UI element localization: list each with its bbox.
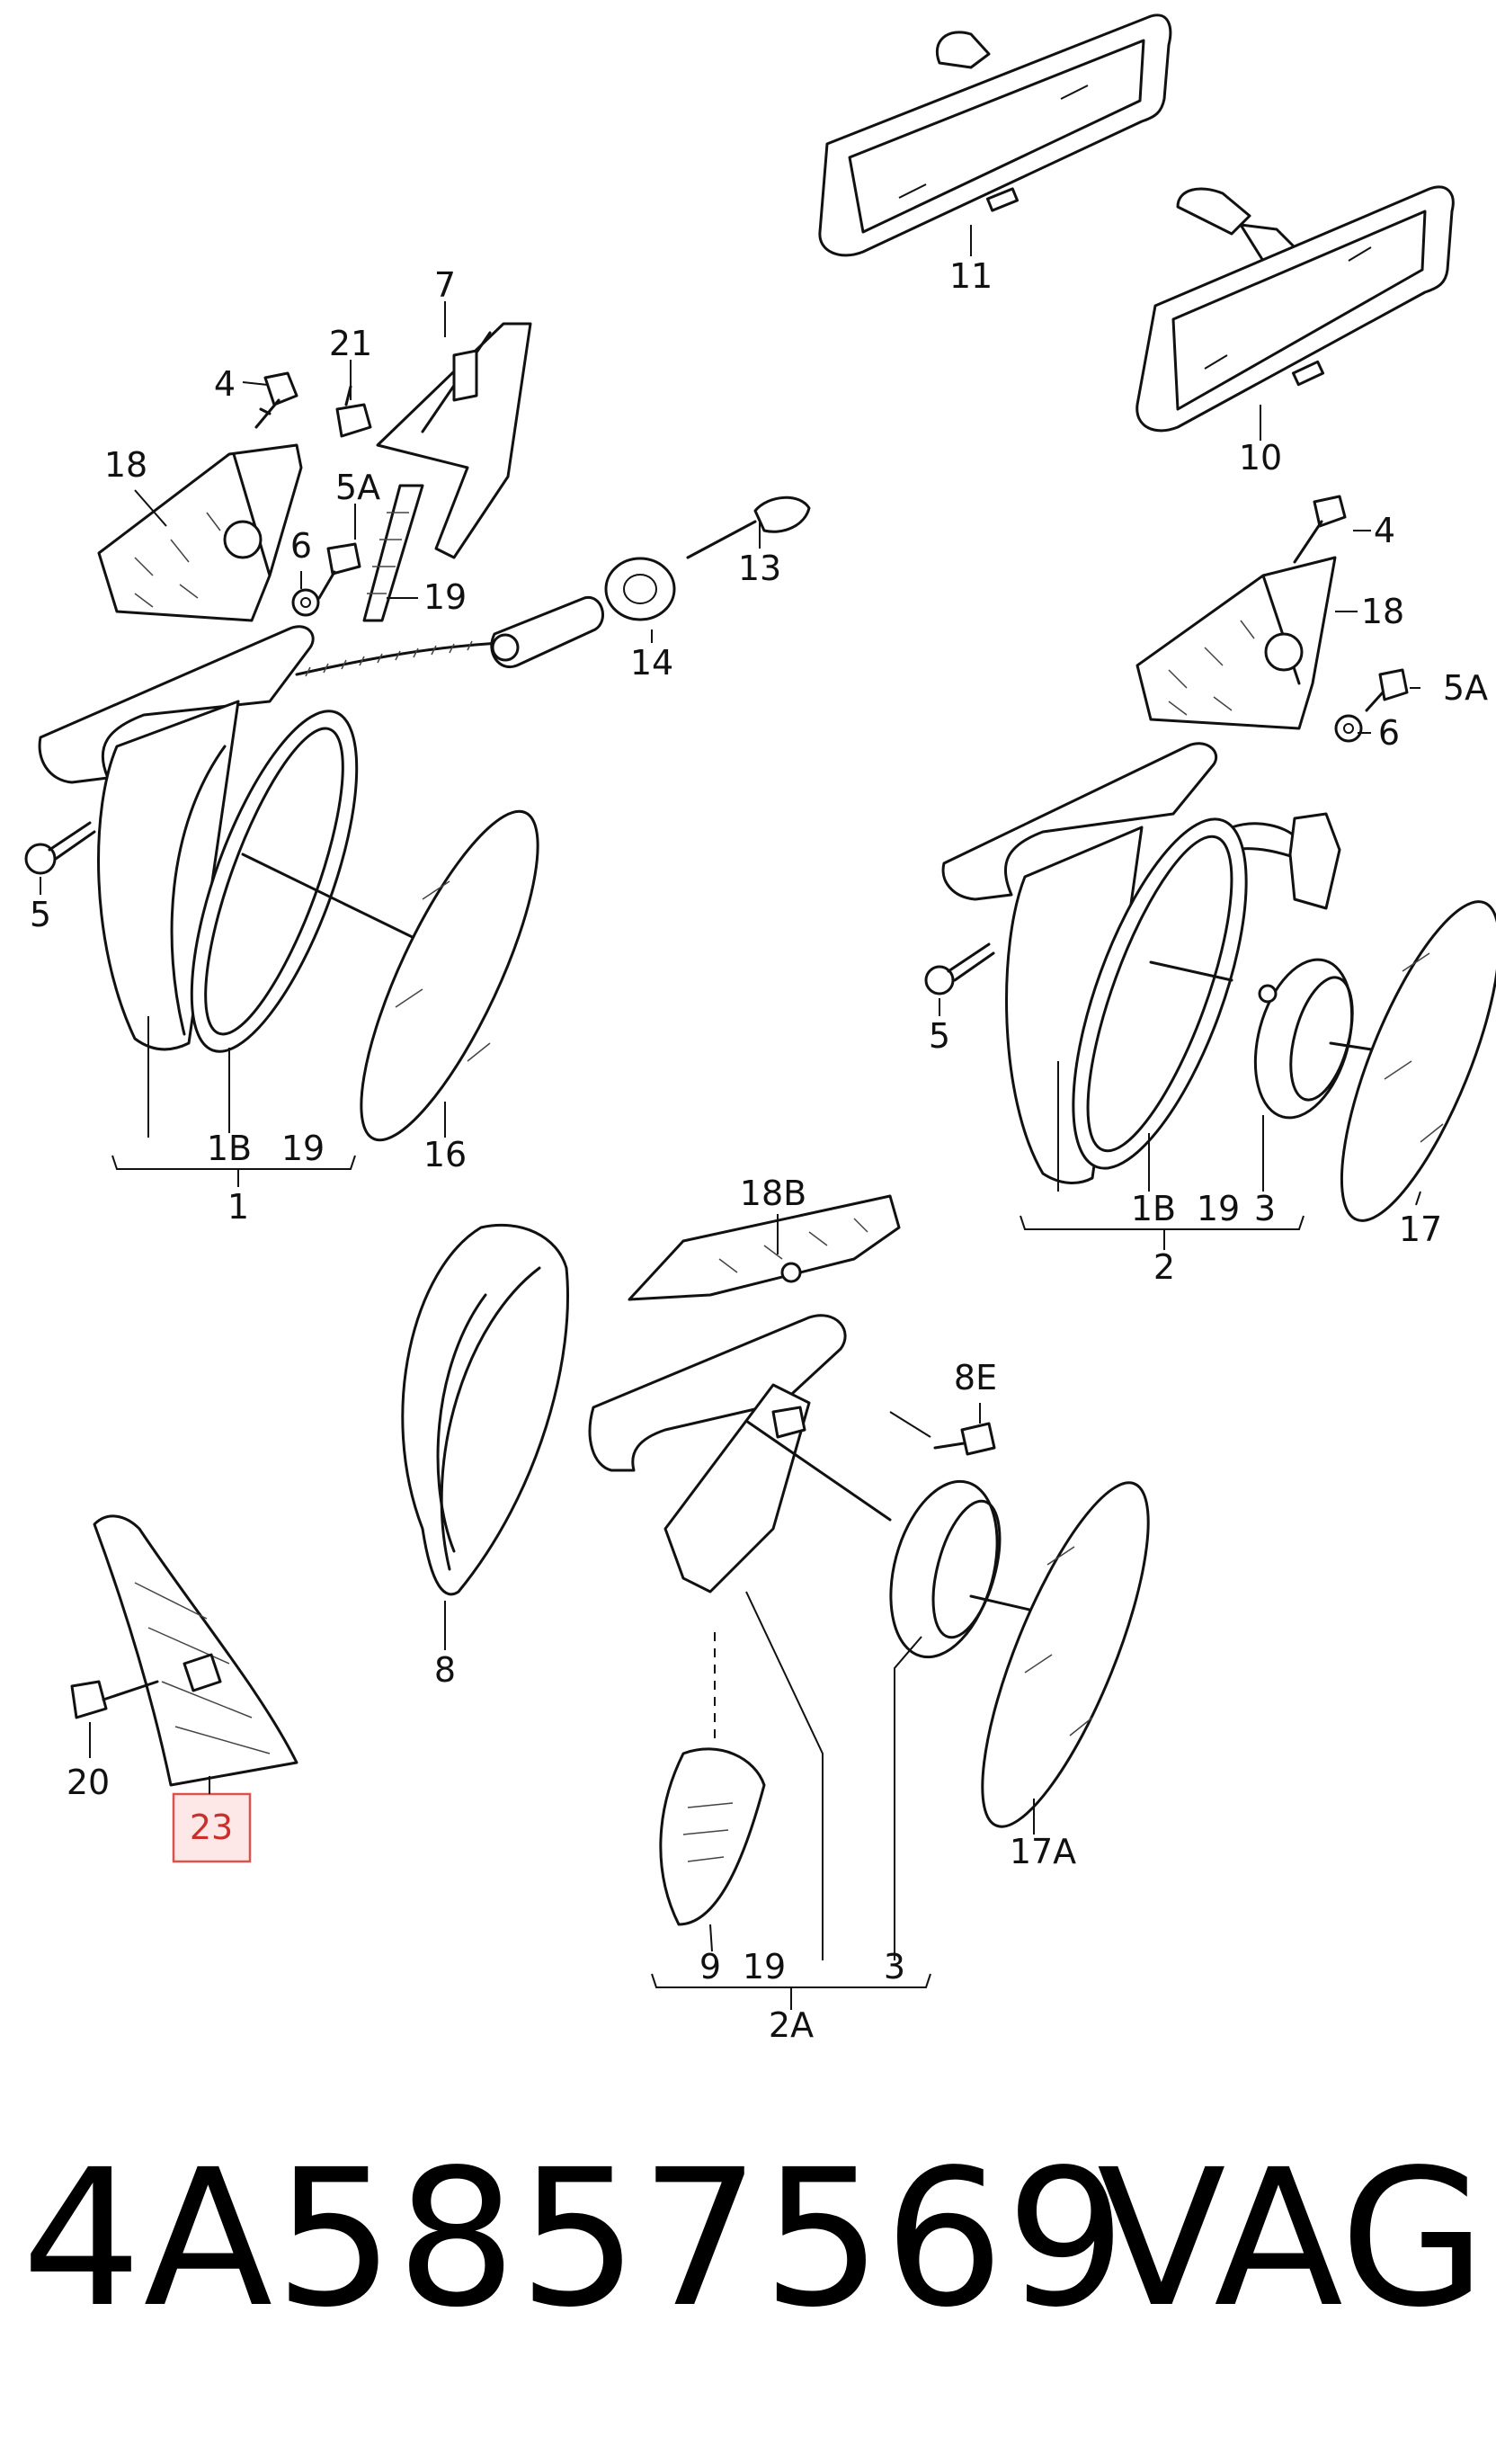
- bracket-18B: [628, 1194, 901, 1301]
- callout-21: 21: [329, 324, 372, 363]
- callout-6-right: 6: [1378, 713, 1400, 753]
- callout-11: 11: [949, 256, 993, 296]
- housing-18-left: [97, 443, 303, 622]
- part-number-text: 4A5857569: [22, 2129, 1128, 2349]
- washer-6-left: [291, 588, 320, 617]
- callout-18-left: 18: [104, 445, 147, 485]
- screw-8E: [889, 1411, 996, 1456]
- callout-7: 7: [434, 265, 456, 305]
- interior-mirror-10: [1135, 185, 1455, 433]
- base-2A: [588, 1314, 892, 1594]
- callout-19-d: 19: [743, 1947, 786, 1986]
- callout-14: 14: [630, 643, 673, 683]
- callout-2A: 2A: [769, 2005, 814, 2045]
- brand-text: VAG: [1097, 2129, 1486, 2349]
- clip-20: [70, 1680, 159, 1719]
- callout-1: 1: [227, 1187, 249, 1227]
- lamp-9: [659, 1632, 766, 1926]
- adjuster-3-right: [1253, 958, 1391, 1120]
- mirror-glass-17: [1340, 900, 1496, 1222]
- callout-5-left: 5: [30, 895, 51, 934]
- mirror-glass-17A: [981, 1481, 1150, 1828]
- screw-5A-left: [317, 542, 361, 600]
- highlight-box: [172, 1792, 252, 1863]
- callout-10: 10: [1239, 438, 1282, 478]
- clip-21: [335, 385, 372, 438]
- callout-4-left: 4: [214, 364, 236, 404]
- heater-19-left: [362, 484, 424, 622]
- callout-17: 17: [1399, 1210, 1442, 1249]
- screw-5-right: [924, 942, 995, 995]
- screw-4-left: [254, 371, 298, 429]
- callout-16: 16: [423, 1135, 467, 1174]
- callout-13: 13: [738, 549, 781, 588]
- interior-mirror-11: [818, 13, 1172, 257]
- glass-carrier-1B-left: [190, 710, 429, 1053]
- mirror-housing-1: [38, 625, 315, 1051]
- bracket-7: [376, 322, 532, 559]
- callout-5-right: 5: [929, 1016, 950, 1056]
- mirror-glass-16: [360, 809, 539, 1142]
- housing-18-right: [1135, 556, 1337, 730]
- callout-18B: 18B: [740, 1174, 806, 1213]
- washer-6-right: [1334, 714, 1363, 743]
- leader-lines: [40, 225, 1421, 2010]
- screw-5A-right: [1365, 668, 1409, 712]
- callout-6-left: 6: [290, 526, 312, 566]
- cover-8: [401, 1223, 569, 1596]
- glass-carrier-1B-right: [1072, 817, 1248, 1170]
- callout-8E: 8E: [954, 1358, 997, 1397]
- callout-1B-right: 1B: [1131, 1189, 1176, 1228]
- callout-17A: 17A: [1010, 1832, 1076, 1871]
- callout-19-c: 19: [1197, 1189, 1240, 1228]
- callout-9: 9: [699, 1947, 721, 1986]
- callout-1B-left: 1B: [207, 1129, 252, 1168]
- callout-3-lower: 3: [884, 1947, 905, 1986]
- screw-4-right: [1293, 495, 1347, 564]
- cover-23: [93, 1514, 298, 1787]
- cable-13-14-left: [295, 495, 811, 677]
- callout-19-b: 19: [281, 1129, 325, 1168]
- callout-3-right: 3: [1254, 1189, 1276, 1228]
- callout-19-left: 19: [423, 577, 467, 617]
- callout-4-right: 4: [1374, 511, 1395, 550]
- callout-20: 20: [67, 1763, 110, 1802]
- callout-5A-right: 5A: [1443, 668, 1488, 708]
- callout-18-right: 18: [1361, 592, 1404, 631]
- callout-2: 2: [1153, 1247, 1175, 1287]
- connector-right: [1230, 812, 1341, 910]
- adjuster-3-lower: [889, 1479, 1031, 1659]
- screw-5-left: [24, 821, 96, 875]
- callout-8: 8: [434, 1650, 456, 1690]
- mirror-housing-2: [941, 742, 1218, 1184]
- callout-23-highlight: 23: [172, 1776, 252, 1863]
- callout-labels: 11 10 7 21 4 18 5A 6 19 13 14 5 1B 19 1 …: [30, 256, 1488, 2045]
- callout-5A-left: 5A: [335, 468, 380, 507]
- callout-23: 23: [190, 1808, 233, 1847]
